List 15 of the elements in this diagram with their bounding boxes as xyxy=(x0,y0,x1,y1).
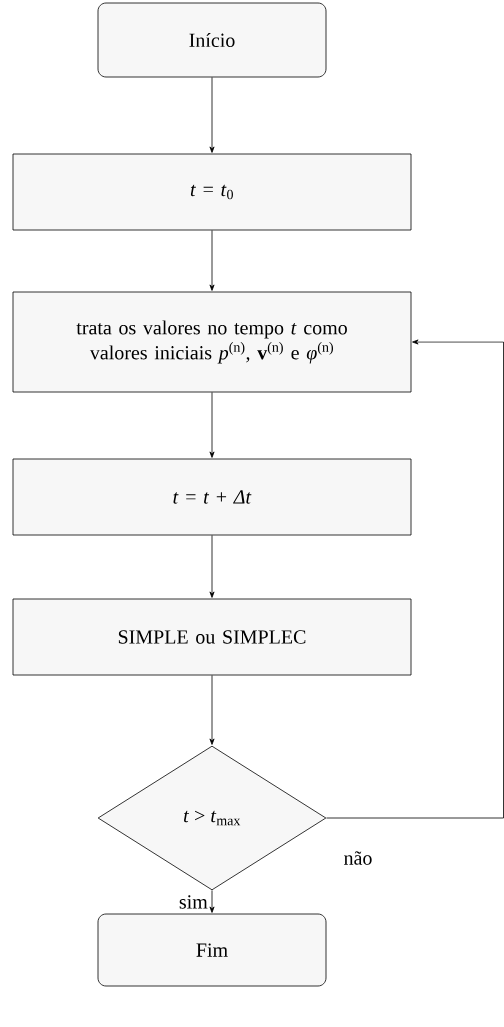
edge-label: não xyxy=(342,850,374,866)
arrow xyxy=(326,339,504,819)
arrow xyxy=(209,890,215,913)
start-box: Início xyxy=(97,2,327,78)
process-box: t = t + Δt xyxy=(12,458,412,536)
edge-label: sim xyxy=(177,894,209,910)
arrow xyxy=(209,392,215,458)
arrow xyxy=(209,77,215,153)
process-box: t = t$_{0}$ xyxy=(12,153,412,231)
arrow xyxy=(209,535,215,598)
arrow xyxy=(209,675,215,745)
process-box: SIMPLE ou SIMPLEC xyxy=(12,598,412,676)
process-box: trata os valores no tempo t como valores iniciais p$^{(n)}$, v$^{(n)}$ e φ$^{(n)}$ xyxy=(12,291,412,393)
end-box: Fim xyxy=(97,913,327,987)
arrow xyxy=(209,230,215,291)
